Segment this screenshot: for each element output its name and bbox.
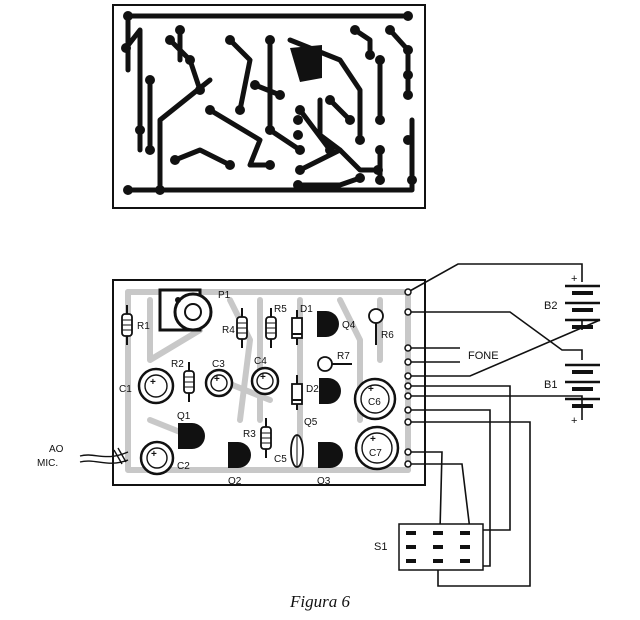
svg-text:+: + <box>370 434 376 445</box>
label-c7: C7 <box>369 448 382 459</box>
potentiometer-p1 <box>158 288 213 332</box>
svg-text:+: + <box>214 374 220 385</box>
label-c4: C4 <box>254 356 267 367</box>
transistor-q4 <box>317 311 339 337</box>
label-q5: Q5 <box>304 417 318 428</box>
capacitor-c4: + <box>250 366 280 396</box>
label-r3: R3 <box>243 429 256 440</box>
label-c6: C6 <box>368 397 381 408</box>
transistor-q5 <box>319 378 341 404</box>
transistor-q2 <box>228 442 251 468</box>
resistor-r7 <box>317 356 352 372</box>
label-mic-ao: AO <box>49 444 64 455</box>
capacitor-c1: + <box>137 367 175 405</box>
label-c2: C2 <box>177 461 190 472</box>
label-r4: R4 <box>222 325 235 336</box>
capacitor-c6: + <box>353 377 397 421</box>
switch-s1 <box>398 523 484 571</box>
label-q2: Q2 <box>228 476 242 487</box>
b2-plus-label: + <box>571 273 577 285</box>
component-layout: + + B2 B1 FONE S1 AO MIC. <box>37 263 601 587</box>
resistor-r3 <box>260 418 272 458</box>
resistor-r5 <box>265 308 277 348</box>
label-fone: FONE <box>468 350 499 362</box>
label-c3: C3 <box>212 359 225 370</box>
label-r2: R2 <box>171 359 184 370</box>
label-q4: Q4 <box>342 320 356 331</box>
resistor-r4 <box>236 308 248 348</box>
label-d2: D2 <box>306 384 319 395</box>
pcb-copper-layout <box>112 4 426 209</box>
diode-d1 <box>291 310 303 345</box>
label-r1: R1 <box>137 321 150 332</box>
figure-caption: Figura 6 <box>290 592 350 611</box>
battery-b2 <box>565 284 600 329</box>
resistor-r2 <box>183 362 195 402</box>
capacitor-c7: + <box>354 425 400 471</box>
svg-text:+: + <box>368 384 374 395</box>
label-s1: S1 <box>374 541 387 553</box>
svg-text:+: + <box>260 372 266 383</box>
mic-cable <box>79 447 129 465</box>
svg-text:+: + <box>150 377 156 388</box>
diode-d2 <box>291 375 303 410</box>
battery-b1 <box>565 363 600 408</box>
label-mic: MIC. <box>37 458 58 469</box>
label-p1: P1 <box>218 290 231 301</box>
capacitor-c2: + <box>139 440 175 476</box>
transistor-q1 <box>178 423 205 449</box>
label-c5: C5 <box>274 454 287 465</box>
label-c1: C1 <box>119 384 132 395</box>
transistor-q3 <box>318 442 343 468</box>
b1-plus-label: + <box>571 415 577 427</box>
resistor-r6 <box>368 308 384 345</box>
label-b1: B1 <box>544 379 557 391</box>
capacitor-c3: + <box>204 368 234 398</box>
label-q1: Q1 <box>177 411 191 422</box>
svg-text:+: + <box>151 449 157 460</box>
label-r6: R6 <box>381 330 394 341</box>
label-q3: Q3 <box>317 476 331 487</box>
capacitor-c5 <box>290 434 304 468</box>
label-r5: R5 <box>274 304 287 315</box>
label-d1: D1 <box>300 304 313 315</box>
label-r7: R7 <box>337 351 350 362</box>
label-b2: B2 <box>544 300 557 312</box>
resistor-r1 <box>121 305 133 345</box>
